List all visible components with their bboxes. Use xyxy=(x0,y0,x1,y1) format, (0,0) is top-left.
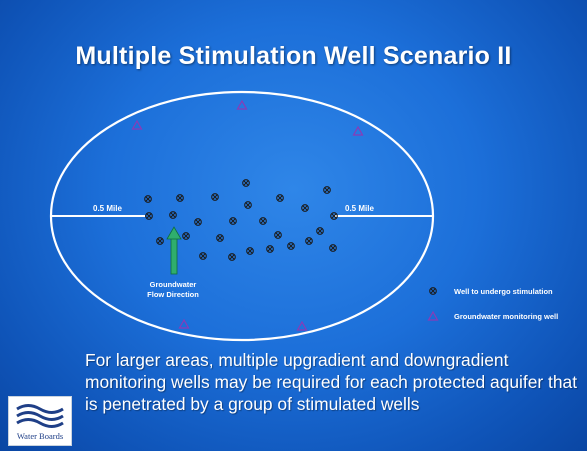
wave-logo-icon xyxy=(16,404,64,428)
monitoring-well-icon xyxy=(352,125,364,136)
stimulation-well-icon xyxy=(266,245,274,253)
flow-direction-arrow-icon xyxy=(166,226,182,275)
stimulation-well-icon xyxy=(211,193,219,201)
stimulation-well-icon xyxy=(287,242,295,250)
stimulation-well-icon xyxy=(144,195,152,203)
monitoring-well-icon xyxy=(131,119,143,130)
stimulation-well-icon xyxy=(242,179,250,187)
stimulation-well-icon xyxy=(176,194,184,202)
radius-label-left: 0.5 Mile xyxy=(93,204,122,213)
monitoring-well-legend-icon xyxy=(427,310,439,321)
stimulation-well-icon xyxy=(323,186,331,194)
stimulation-well-icon xyxy=(156,237,164,245)
stimulation-well-icon xyxy=(244,201,252,209)
stimulation-well-icon xyxy=(305,237,313,245)
legend: Well to undergo stimulation Groundwater … xyxy=(427,287,558,321)
stimulation-well-icon xyxy=(229,217,237,225)
monitoring-well-icon xyxy=(236,99,248,110)
stimulation-well-icon xyxy=(316,227,324,235)
stimulation-well-icon xyxy=(276,194,284,202)
stimulation-well-icon xyxy=(145,212,153,220)
stimulation-well-icon xyxy=(330,212,338,220)
stimulation-well-icon xyxy=(182,232,190,240)
stimulation-wells xyxy=(144,179,338,261)
monitoring-well-icon xyxy=(178,318,190,329)
stimulation-well-icon xyxy=(274,231,282,239)
legend-monitoring-label: Groundwater monitoring well xyxy=(454,312,558,321)
body-text: For larger areas, multiple upgradient an… xyxy=(85,350,578,414)
legend-stimulation-label: Well to undergo stimulation xyxy=(454,287,553,296)
stimulation-well-icon xyxy=(228,253,236,261)
stimulation-well-icon xyxy=(329,244,337,252)
stimulation-well-icon xyxy=(194,218,202,226)
monitoring-wells xyxy=(131,99,364,331)
stimulation-well-icon xyxy=(301,204,309,212)
flow-direction-label-line1: Groundwater xyxy=(150,280,197,289)
flow-direction-label-line2: Flow Direction xyxy=(147,290,199,299)
monitoring-well-icon xyxy=(296,320,308,331)
stimulation-well-legend-icon xyxy=(429,287,437,295)
stimulation-well-icon xyxy=(259,217,267,225)
stimulation-well-icon xyxy=(199,252,207,260)
stimulation-well-icon xyxy=(169,211,177,219)
slide-title: Multiple Stimulation Well Scenario II xyxy=(75,42,512,70)
water-boards-logo: Water Boards xyxy=(8,396,72,446)
logo-text: Water Boards xyxy=(16,431,64,441)
radius-label-right: 0.5 Mile xyxy=(345,204,374,213)
stimulation-well-icon xyxy=(246,247,254,255)
stimulation-well-icon xyxy=(216,234,224,242)
